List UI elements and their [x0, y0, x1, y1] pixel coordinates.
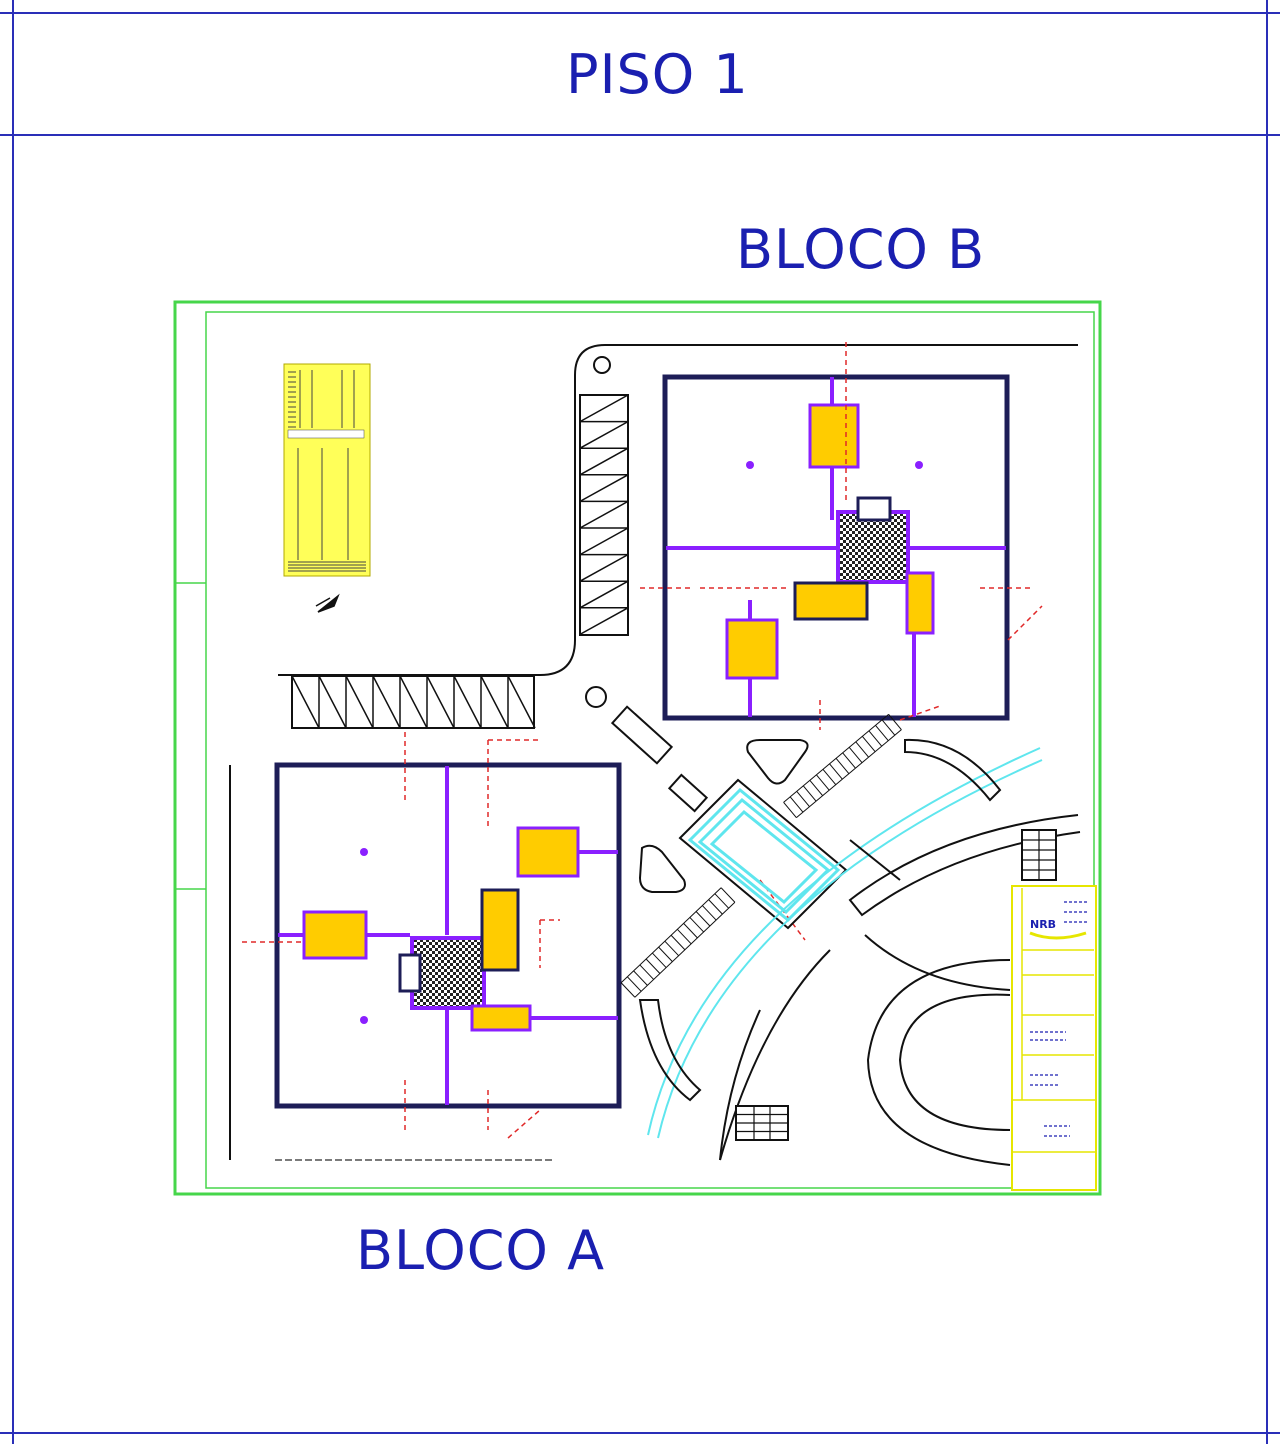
frame-right-border	[1266, 0, 1268, 1444]
block-a-label: BLOCO A	[356, 1219, 606, 1282]
block-a-floor-plan	[274, 762, 622, 1109]
site-boundary	[173, 300, 1102, 1196]
walkway-stairs	[620, 713, 902, 998]
entrance-canopy	[678, 778, 848, 930]
title-block-logo: NRB	[1030, 918, 1056, 931]
area-table	[283, 363, 371, 577]
north-arrow-icon	[315, 593, 340, 613]
block-b-floor-plan	[662, 374, 1010, 721]
frame-top-border	[0, 12, 1280, 14]
curved-walkway	[647, 747, 1043, 1139]
central-entrance	[610, 705, 809, 893]
frame-bottom-border	[0, 1432, 1280, 1434]
frame-left-border	[12, 0, 14, 1444]
road-curves	[638, 738, 1081, 1166]
sheet-title: PISO 1	[566, 43, 749, 106]
frame-title-divider	[0, 134, 1280, 136]
block-b-label: BLOCO B	[736, 218, 986, 281]
title-block: NRB	[1011, 885, 1097, 1191]
